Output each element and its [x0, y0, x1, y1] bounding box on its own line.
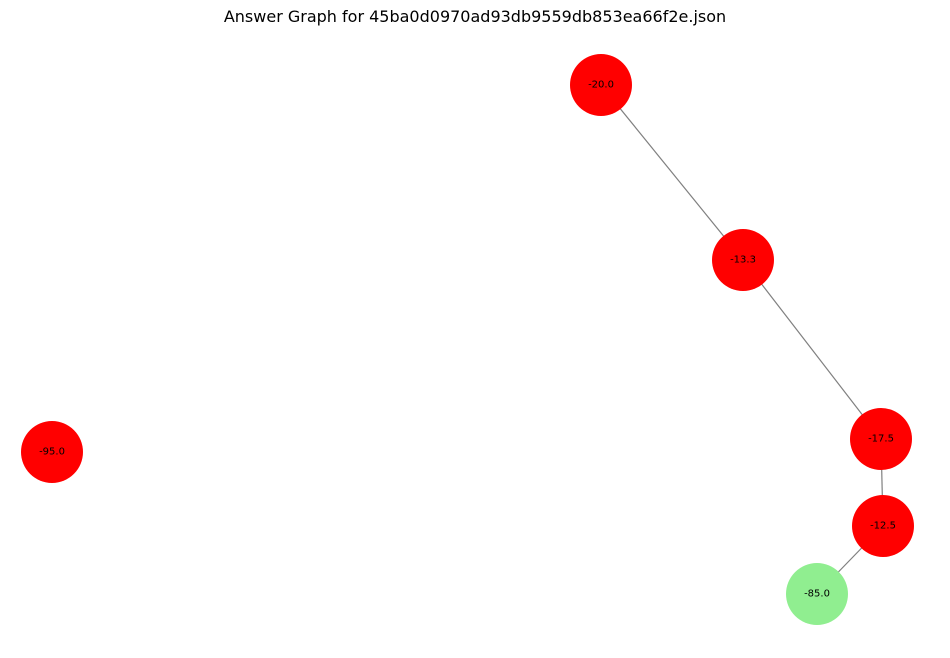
node-label: -85.0 [804, 589, 830, 600]
node-circle [786, 563, 848, 625]
node-label: -95.0 [39, 447, 65, 458]
edge-n1-n2 [600, 84, 744, 261]
node-circle [712, 229, 774, 291]
graph-node: -12.5 [852, 495, 914, 557]
node-circle [21, 421, 83, 483]
node-circle [570, 54, 632, 116]
nodes-layer: -20.0 -13.3 -17.5 -12.5 -85.0 -95.0 [21, 54, 914, 625]
node-label: -20.0 [588, 80, 614, 91]
graph-node: -20.0 [570, 54, 632, 116]
graph-node: -13.3 [712, 229, 774, 291]
graph-title: Answer Graph for 45ba0d0970ad93db9559db8… [223, 7, 727, 26]
node-circle [850, 408, 912, 470]
graph-node: -85.0 [786, 563, 848, 625]
node-label: -12.5 [870, 521, 896, 532]
edges-layer [600, 84, 884, 595]
node-label: -13.3 [730, 255, 756, 266]
edge-n2-n3 [742, 259, 882, 440]
graph-node: -95.0 [21, 421, 83, 483]
node-label: -17.5 [868, 434, 894, 445]
node-circle [852, 495, 914, 557]
graph-node: -17.5 [850, 408, 912, 470]
